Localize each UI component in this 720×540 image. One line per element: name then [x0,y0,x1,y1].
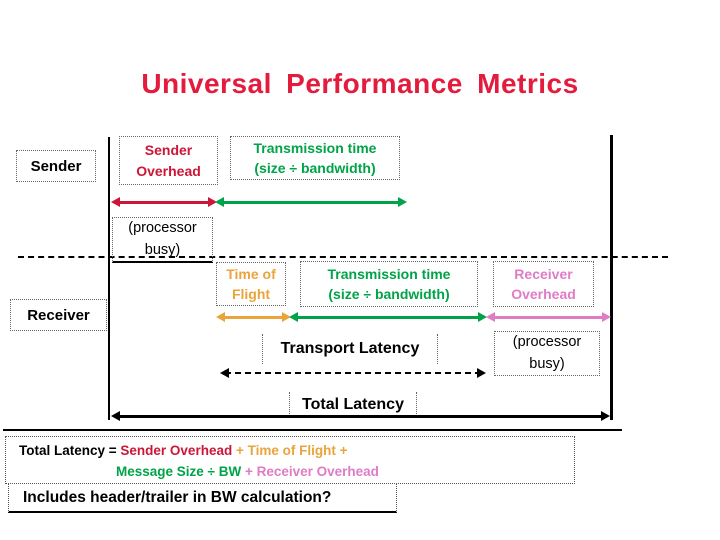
arrow-head-left-icon [289,312,298,322]
total-latency-box: Total Latency [289,392,417,418]
formula-receiver-overhead-text: + Receiver Overhead [244,464,379,479]
slide-title: Universal Performance Metrics [141,68,579,99]
transport-latency-arrow [220,367,486,380]
total-latency-formula-box: Total Latency = Sender Overhead + Time o… [5,436,575,484]
arrow-head-left-icon [111,411,120,421]
transport-latency-label: Transport Latency [280,340,420,357]
formula-time-of-flight-text: + Time of Flight + [232,443,348,458]
time-of-flight-box: Time of Flight [216,262,286,306]
arrow-head-left-icon [486,312,495,322]
transmission-time-bottom-box: Transmission time (size ÷ bandwidth) [300,261,478,307]
transmission-time-top-box: Transmission time (size ÷ bandwidth) [230,136,400,180]
arrow-head-right-icon [398,197,407,207]
processor-busy-sender-line2: busy) [144,241,181,258]
receiver-overhead-box: Receiver Overhead [493,261,594,307]
sender-label: Sender [30,157,82,175]
processor-busy-receiver-line2: busy) [529,355,565,372]
receiver-label-box: Receiver [10,299,107,331]
total-latency-arrow [111,410,610,423]
arrow-head-right-icon [477,368,486,378]
time-of-flight-line2: Flight [231,286,271,302]
arrow-head-right-icon [208,197,217,207]
sender-label-box: Sender [16,150,96,182]
receiver-overhead-line2: Overhead [511,286,576,302]
arrow-head-left-icon [215,197,224,207]
sender-overhead-line1: Sender [144,142,193,159]
footnote-box: Includes header/trailer in BW calculatio… [8,483,397,513]
sender-timeline-line [108,137,110,420]
processor-busy-receiver-line1: (processor [512,334,582,351]
arrow-head-right-icon [601,411,610,421]
formula-message-size-text: Message Size ÷ BW [116,464,245,479]
time-of-flight-arrow [216,311,291,324]
receiver-timeline-line [610,135,613,420]
arrow-head-left-icon [216,312,225,322]
arrow-head-right-icon [602,312,611,322]
receiver-label: Receiver [27,306,90,324]
arrow-head-left-icon [220,368,229,378]
footnote-text: Includes header/trailer in BW calculatio… [23,488,332,506]
transmission-time-top-line2: (size ÷ bandwidth) [254,160,376,176]
transport-latency-box: Transport Latency [262,334,438,364]
diagram-bottom-rule [3,429,622,431]
transmission-time-bottom-line1: Transmission time [327,265,451,282]
transmission-time-bottom-arrow [289,311,487,324]
transmission-time-bottom-line2: (size ÷ bandwidth) [328,286,450,302]
formula-sender-overhead-text: Sender Overhead [120,443,233,458]
sender-overhead-arrow [111,196,217,209]
processor-busy-sender-line1: (processor [128,220,197,237]
time-of-flight-line1: Time of [226,265,276,282]
processor-busy-sender-box: (processor busy) [112,217,213,263]
receiver-overhead-arrow [486,311,611,324]
receiver-overhead-line1: Receiver [514,265,573,282]
arrow-head-right-icon [478,312,487,322]
formula-line1: Total Latency = Sender Overhead + Time o… [19,440,574,461]
arrow-head-left-icon [111,197,120,207]
sender-receiver-divider-dashed-line [18,256,668,258]
formula-total-latency-text: Total Latency = [19,443,121,458]
total-latency-label: Total Latency [302,396,404,413]
processor-busy-receiver-box: (processor busy) [494,331,600,376]
formula-line2: Message Size ÷ BW + Receiver Overhead [116,461,574,482]
transmission-time-top-arrow [215,196,407,209]
sender-overhead-line2: Overhead [136,162,201,179]
arrow-head-right-icon [282,312,291,322]
transmission-time-top-line1: Transmission time [253,139,377,156]
sender-overhead-box: Sender Overhead [119,136,218,185]
